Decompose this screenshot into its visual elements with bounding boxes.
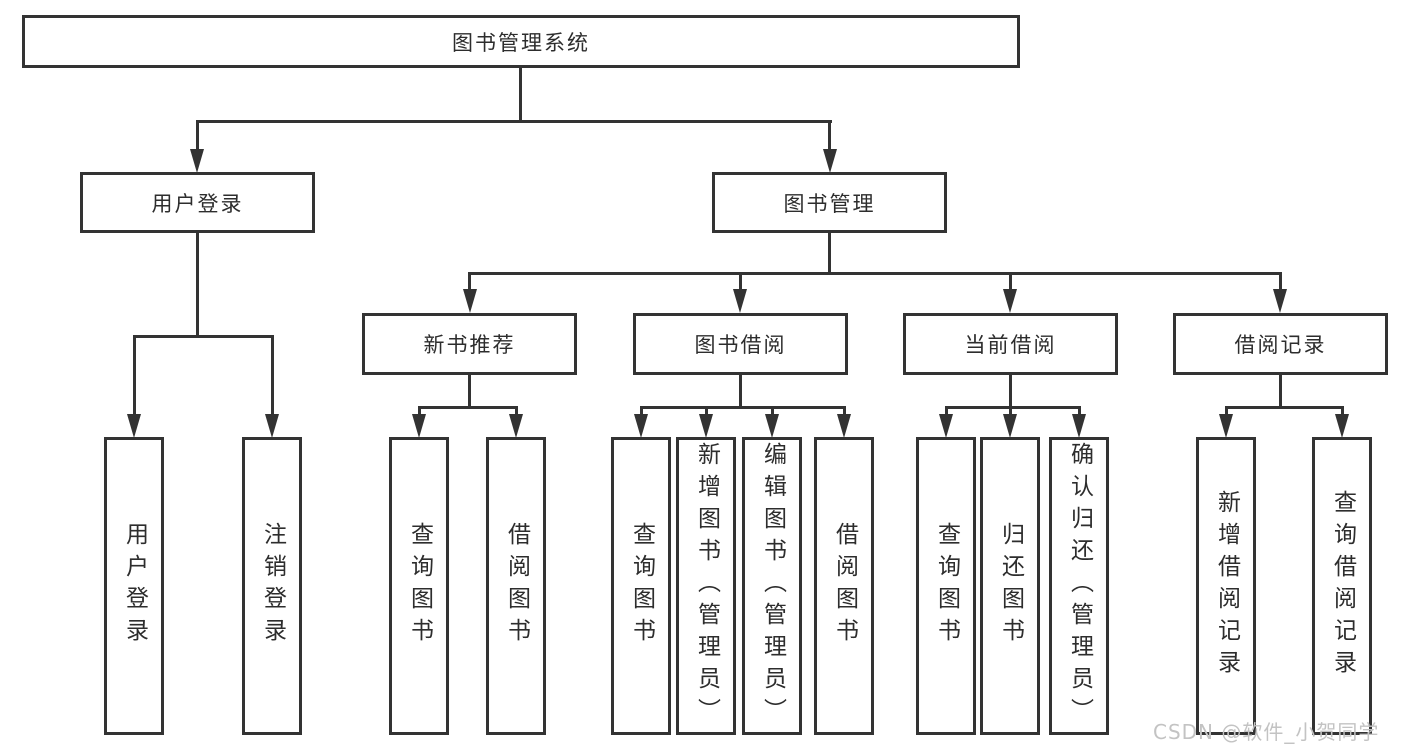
leaf-confirm-return-admin: 确认归还（管理员） bbox=[1049, 437, 1109, 735]
node-current-borrow: 当前借阅 bbox=[903, 313, 1118, 375]
leaf-user-login-label: 用户登录 bbox=[121, 522, 148, 650]
node-book-management-label: 图书管理 bbox=[783, 191, 876, 216]
arrow-down-icon bbox=[634, 414, 648, 438]
connector-current-borrow-stem bbox=[1009, 375, 1012, 406]
leaf-recommend-borrow-books: 借阅图书 bbox=[486, 437, 546, 735]
arrow-down-icon bbox=[412, 414, 426, 438]
csdn-watermark: CSDN @软件_小贺同学 bbox=[1153, 720, 1380, 744]
node-current-borrow-label: 当前借阅 bbox=[964, 333, 1057, 357]
arrow-down-icon bbox=[1335, 414, 1349, 438]
leaf-add-borrow-record: 新增借阅记录 bbox=[1196, 437, 1256, 735]
arrow-down-icon bbox=[765, 414, 779, 438]
connector-drop-line bbox=[640, 406, 643, 416]
arrow-down-icon bbox=[127, 414, 141, 438]
connector-user-login-stem bbox=[196, 233, 199, 335]
connector-book-borrow-stem bbox=[739, 375, 742, 406]
arrow-down-icon bbox=[463, 289, 477, 313]
connector-drop-line bbox=[1225, 406, 1228, 416]
connector-drop-line bbox=[271, 335, 274, 415]
leaf-current-query-books-label: 查询图书 bbox=[933, 522, 960, 650]
node-user-login: 用户登录 bbox=[80, 172, 315, 233]
leaf-borrow-query-books: 查询图书 bbox=[611, 437, 671, 735]
leaf-recommend-query-books: 查询图书 bbox=[389, 437, 449, 735]
node-book-borrow-label: 图书借阅 bbox=[694, 333, 787, 357]
arrow-down-icon bbox=[265, 414, 279, 438]
connector-drop-line bbox=[705, 406, 708, 416]
connector-drop-line bbox=[945, 406, 948, 416]
node-new-book-recommend: 新书推荐 bbox=[362, 313, 577, 375]
connector-drop-line bbox=[1078, 406, 1081, 416]
leaf-current-query-books: 查询图书 bbox=[916, 437, 976, 735]
connector-drop-line bbox=[1009, 406, 1012, 416]
connector-borrow-records-stem bbox=[1279, 375, 1282, 406]
connector-root-bar bbox=[196, 120, 832, 123]
leaf-recommend-query-books-label: 查询图书 bbox=[406, 522, 433, 650]
node-book-borrow: 图书借阅 bbox=[633, 313, 848, 375]
leaf-add-borrow-record-label: 新增借阅记录 bbox=[1213, 490, 1240, 682]
node-new-book-recommend-label: 新书推荐 bbox=[423, 333, 516, 357]
connector-book-management-stem bbox=[828, 233, 831, 272]
connector-root-stem bbox=[519, 68, 522, 120]
connector-drop-line bbox=[515, 406, 518, 416]
leaf-return-books: 归还图书 bbox=[980, 437, 1040, 735]
arrow-down-icon bbox=[699, 414, 713, 438]
leaf-query-borrow-record: 查询借阅记录 bbox=[1312, 437, 1372, 735]
arrow-down-icon bbox=[823, 149, 837, 173]
leaf-edit-books-admin: 编辑图书（管理员） bbox=[742, 437, 802, 735]
connector-drop-line bbox=[1341, 406, 1344, 416]
connector-drop-line bbox=[828, 120, 831, 152]
leaf-edit-books-admin-label: 编辑图书（管理员） bbox=[759, 442, 786, 730]
leaf-query-borrow-record-label: 查询借阅记录 bbox=[1329, 490, 1356, 682]
arrow-down-icon bbox=[733, 289, 747, 313]
connector-drop-line bbox=[739, 272, 742, 292]
node-borrow-records-label: 借阅记录 bbox=[1234, 333, 1327, 357]
leaf-logout-label: 注销登录 bbox=[259, 522, 286, 650]
arrow-down-icon bbox=[1003, 414, 1017, 438]
arrow-down-icon bbox=[509, 414, 523, 438]
connector-drop-line bbox=[771, 406, 774, 416]
connector-borrow-records-bar bbox=[1225, 406, 1344, 409]
arrow-down-icon bbox=[1003, 289, 1017, 313]
leaf-confirm-return-admin-label: 确认归还（管理员） bbox=[1066, 442, 1093, 730]
node-book-management: 图书管理 bbox=[712, 172, 947, 233]
leaf-logout: 注销登录 bbox=[242, 437, 302, 735]
connector-book-borrow-bar bbox=[640, 406, 846, 409]
connector-drop-line bbox=[1009, 272, 1012, 292]
connector-user-login-bar bbox=[133, 335, 274, 338]
arrow-down-icon bbox=[1219, 414, 1233, 438]
node-user-login-label: 用户登录 bbox=[151, 191, 244, 216]
connector-drop-line bbox=[843, 406, 846, 416]
leaf-add-books-admin: 新增图书（管理员） bbox=[676, 437, 736, 735]
connector-drop-line bbox=[468, 272, 471, 292]
leaf-borrow-books-label: 借阅图书 bbox=[831, 522, 858, 650]
arrow-down-icon bbox=[190, 149, 204, 173]
connector-book-management-bar bbox=[469, 272, 1282, 275]
connector-drop-line bbox=[418, 406, 421, 416]
node-borrow-records: 借阅记录 bbox=[1173, 313, 1388, 375]
connector-drop-line bbox=[133, 335, 136, 415]
arrow-down-icon bbox=[939, 414, 953, 438]
leaf-return-books-label: 归还图书 bbox=[997, 522, 1024, 650]
connector-new-book-bar bbox=[418, 406, 518, 409]
leaf-recommend-borrow-books-label: 借阅图书 bbox=[503, 522, 530, 650]
leaf-borrow-books: 借阅图书 bbox=[814, 437, 874, 735]
connector-current-borrow-bar bbox=[945, 406, 1081, 409]
leaf-user-login: 用户登录 bbox=[104, 437, 164, 735]
leaf-add-books-admin-label: 新增图书（管理员） bbox=[693, 442, 720, 730]
node-root: 图书管理系统 bbox=[22, 15, 1020, 68]
arrow-down-icon bbox=[1072, 414, 1086, 438]
arrow-down-icon bbox=[837, 414, 851, 438]
leaf-borrow-query-books-label: 查询图书 bbox=[628, 522, 655, 650]
connector-drop-line bbox=[196, 120, 199, 152]
arrow-down-icon bbox=[1273, 289, 1287, 313]
connector-new-book-stem bbox=[468, 375, 471, 406]
node-root-label: 图书管理系统 bbox=[452, 30, 590, 55]
connector-drop-line bbox=[1279, 272, 1282, 292]
